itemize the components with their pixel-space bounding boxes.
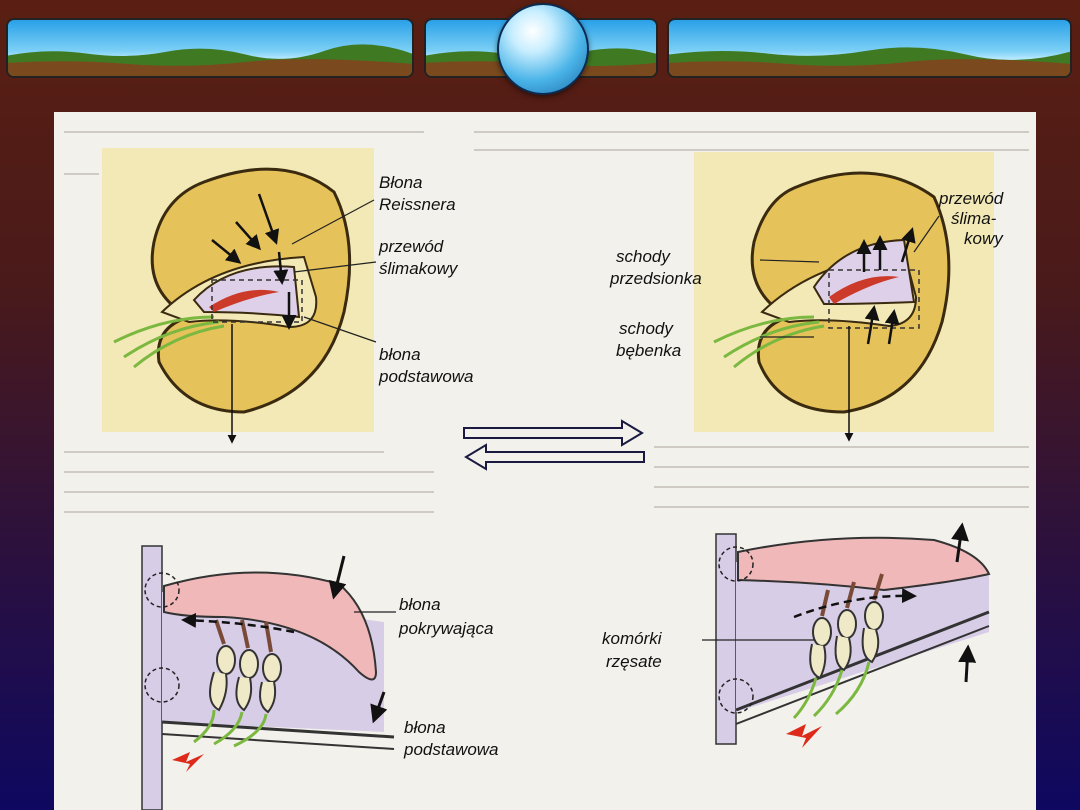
svg-text:błona: błona [379,345,421,364]
label-reissner-line2: Reissnera [379,195,456,214]
svg-text:kowy: kowy [964,229,1004,248]
svg-text:komórki: komórki [602,629,663,648]
svg-text:schody: schody [619,319,674,338]
label-reissner-line1: Błona [379,173,422,192]
label-tympani-line2: bębenka [616,341,681,360]
svg-text:rzęsate: rzęsate [606,652,662,671]
svg-text:ślimakowy: ślimakowy [379,259,459,278]
svg-text:przewód: przewód [938,189,1004,208]
svg-text:błona: błona [399,595,441,614]
label-cochlear-duct-line2: ślimakowy [379,259,459,278]
svg-text:przewód: przewód [378,237,444,256]
organ-of-corti-left: błona pokrywająca błona podstawowa [141,545,499,810]
svg-text:podstawowa: podstawowa [378,367,474,386]
lightning-icon [172,752,204,772]
label-right-duct-line2: ślima- [951,209,997,228]
globe-icon [497,3,589,95]
label-hair-cells-line2: rzęsate [606,652,662,671]
label-cochlear-duct-line1: przewód [378,237,444,256]
cochlea-section-left: Błona Reissnera przewód ślimakowy błona … [102,148,474,444]
header-banner-right [667,18,1072,78]
background-text-texture [64,131,1029,513]
label-hair-cells-line1: komórki [602,629,663,648]
svg-text:pokrywająca: pokrywająca [398,619,494,638]
label-vestibuli-line1: schody [616,247,671,266]
svg-text:ślima-: ślima- [951,209,997,228]
landscape-icon [8,44,412,76]
svg-text:Reissnera: Reissnera [379,195,456,214]
svg-text:bębenka: bębenka [616,341,681,360]
cochlea-section-right: przewód ślima- kowy schody przedsionka s… [609,152,1004,442]
double-arrow-icon [463,419,645,471]
svg-text:schody: schody [616,247,671,266]
label-basilar-line1: błona [379,345,421,364]
label-tectorial-line1: błona [399,595,441,614]
svg-text:podstawowa: podstawowa [403,740,499,759]
label-basilar-line2: podstawowa [378,367,474,386]
svg-text:błona: błona [404,718,446,737]
organ-of-corti-right: komórki rzęsate [602,522,991,748]
label-vestibuli-line2: przedsionka [609,269,702,288]
label-tectorial-line2: pokrywająca [398,619,494,638]
label-right-duct-line3: kowy [964,229,1004,248]
label-right-duct-line1: przewód [938,189,1004,208]
lightning-icon [786,724,822,748]
label-bottom-basilar-line2: podstawowa [403,740,499,759]
landscape-icon [669,47,1070,76]
label-tympani-line1: schody [619,319,674,338]
svg-text:przedsionka: przedsionka [609,269,702,288]
diagram-page: Błona Reissnera przewód ślimakowy błona … [54,112,1036,810]
svg-text:Błona: Błona [379,173,422,192]
label-bottom-basilar-line1: błona [404,718,446,737]
header-banner-left [6,18,414,78]
